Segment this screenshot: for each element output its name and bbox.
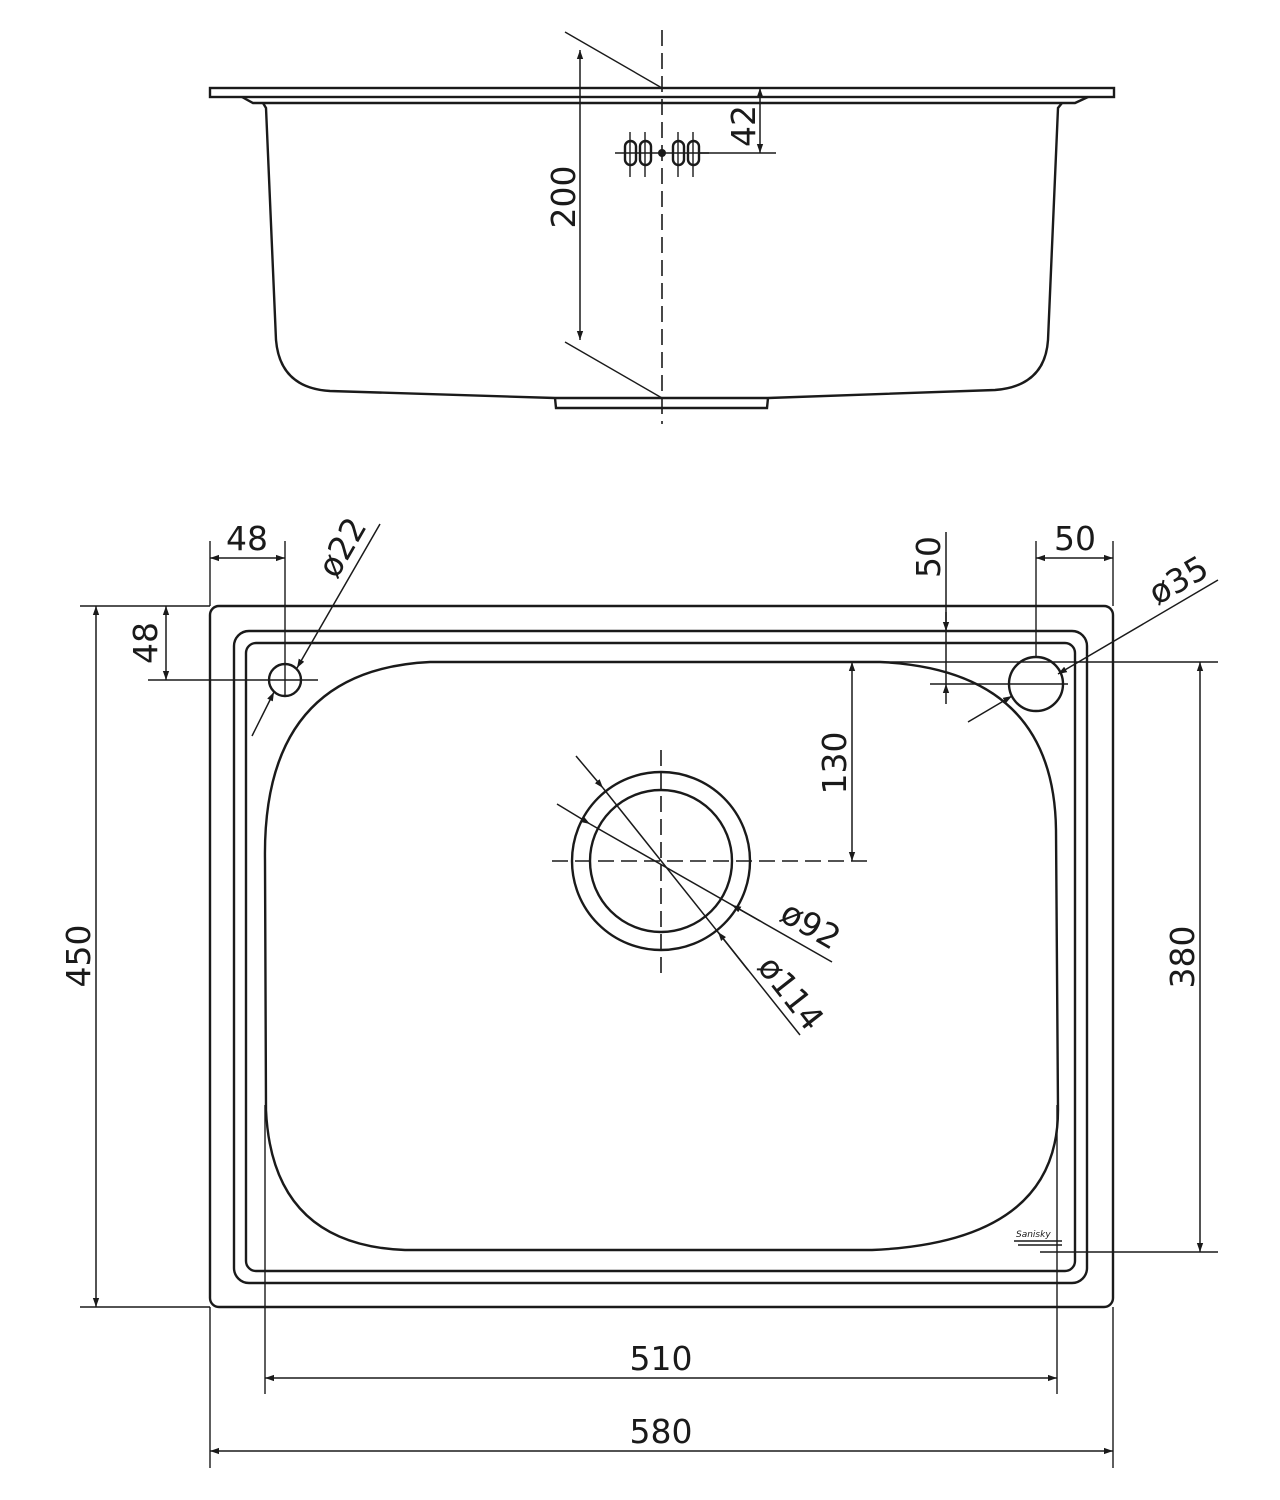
dim-450-label: 450: [59, 925, 98, 988]
side-flange-lip: [241, 95, 1089, 105]
dim-dia92-leader: [556, 803, 591, 825]
dim-dia22-label: ø22: [310, 511, 375, 584]
flange-inner-rim-2: [244, 641, 1077, 1273]
dim-50-h-label: 50: [1054, 519, 1096, 558]
dim-dia35-leader: [1057, 579, 1219, 675]
section-mark-bottom: [564, 341, 663, 399]
svg-text:Sanisky: Sanisky: [1016, 1230, 1051, 1240]
side-view: 200 42: [208, 30, 1116, 424]
dim-580-label: 580: [630, 1412, 693, 1451]
bowl-outline: [263, 660, 1060, 1252]
dim-dia114-leader: [575, 755, 604, 789]
dim-42-label: 42: [724, 105, 763, 147]
dim-200-label: 200: [544, 166, 583, 229]
brand-logo: Sanisky: [1014, 1230, 1062, 1246]
dim-380-label: 380: [1163, 926, 1202, 989]
dim-50-v-label: 50: [909, 536, 948, 578]
dim-dia92-label: ø92: [774, 893, 847, 958]
top-view: Sanisky 48 48 ø22 50 50 ø35 130: [59, 511, 1219, 1468]
dim-dia35-leader-2: [967, 695, 1013, 723]
dim-dia22-leader: [296, 523, 381, 669]
dim-dia22-leader-2: [251, 691, 275, 737]
flange-inner-rim-1: [232, 629, 1089, 1285]
section-mark-top: [564, 31, 663, 89]
dim-48-v-label: 48: [126, 622, 165, 664]
outer-flange: [208, 604, 1115, 1309]
dim-510-label: 510: [630, 1339, 693, 1378]
dim-130-label: 130: [815, 732, 854, 795]
overflow-slots: [615, 132, 709, 177]
dim-dia114-label: ø114: [750, 948, 832, 1038]
dim-48-h-label: 48: [226, 519, 268, 558]
